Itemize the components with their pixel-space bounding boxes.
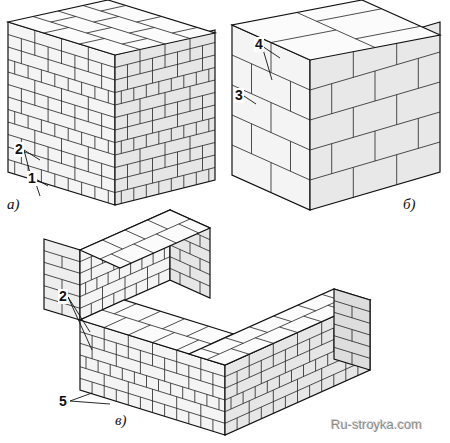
callout-number: 5 — [58, 394, 68, 409]
brick-wing-top-joints — [100, 219, 199, 263]
brick-face-right — [115, 30, 215, 205]
block-face-left-joints — [232, 43, 310, 193]
brick-wing-top — [80, 210, 210, 268]
callout-number: 2 — [14, 142, 24, 157]
callout-number: 4 — [254, 37, 264, 52]
callout-number: 1 — [27, 171, 37, 186]
callout-number: 2 — [58, 289, 68, 304]
block-face-top-joints — [271, 9, 421, 48]
figure-letter: в) — [114, 412, 128, 429]
brick-face-top-joints — [33, 6, 197, 50]
brick-walls — [8, 0, 440, 435]
block-face-top — [232, 0, 440, 60]
callout-number: 3 — [234, 88, 244, 103]
brick-wall-top-right-joints — [201, 294, 352, 359]
leader-lines — [24, 46, 280, 404]
brick-face-right-joints — [115, 36, 215, 203]
figure-letter: а) — [6, 196, 21, 213]
watermark: Ru-stroyka.com — [330, 418, 423, 432]
block-face-right-joints — [310, 35, 440, 198]
brick-wing-end-joints — [44, 251, 80, 315]
figure-letter: б) — [402, 196, 417, 213]
brick-face-top — [8, 0, 215, 55]
brick-wall-end — [334, 289, 370, 370]
brick-face-left-joints — [8, 30, 115, 203]
brick-wall-end-joints — [334, 301, 370, 365]
